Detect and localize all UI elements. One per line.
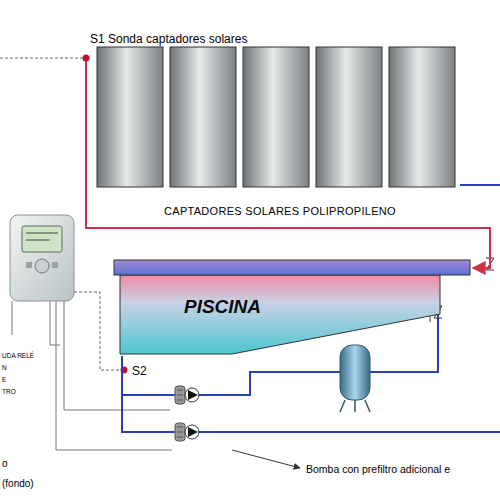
ground-cable (12, 301, 13, 335)
pool-water (120, 275, 440, 354)
pool-name: PISCINA (184, 296, 261, 318)
display-line (26, 240, 50, 241)
leader-arrow (232, 450, 300, 468)
wiring-note: E (2, 376, 6, 383)
collector-panels (90, 40, 470, 232)
cold-pipe (460, 184, 500, 186)
wiring-note: o (2, 458, 8, 469)
wiring-note: N (2, 364, 7, 371)
pump-pipe (198, 372, 340, 395)
controller-knob (35, 259, 49, 273)
solar-panel (389, 47, 455, 187)
solar-panel (170, 47, 236, 187)
pump (175, 423, 199, 441)
controller-button (52, 262, 58, 268)
sensor-label: S1 Sonda captadores solares (90, 32, 247, 46)
sensor-wire (0, 58, 84, 59)
solar-panel (97, 47, 163, 187)
solar-panel (243, 47, 309, 187)
collector-caption: CAPTADORES SOLARES POLIPROPILENO (164, 205, 396, 217)
collector-array: CAPTADORES SOLARES POLIPROPILENO (90, 40, 470, 232)
suction-pipe (122, 394, 178, 396)
solar-controller (10, 215, 74, 301)
wiring-note: TRO (2, 388, 16, 395)
sensor-wire (74, 292, 120, 370)
controller-button (26, 262, 32, 268)
solar-pipe (198, 431, 500, 433)
power-cable (50, 301, 60, 345)
hot-return-pipe (470, 228, 490, 268)
pool-basin: PISCINA (112, 258, 472, 358)
pool-deck (114, 260, 470, 275)
wiring-note: UDA RELÉ (2, 352, 34, 359)
wiring-note: (fondo) (2, 478, 34, 489)
pool-outline (112, 258, 472, 358)
sand-filter (340, 345, 370, 400)
pump-label: Bomba con prefiltro adicional e (306, 463, 450, 475)
sensor-label: S2 (132, 364, 147, 378)
controller-display (22, 226, 62, 252)
display-line (26, 233, 58, 234)
suction-pipe (122, 356, 178, 432)
pump (175, 386, 199, 404)
filter-base (340, 400, 370, 412)
sensor-s1 (83, 55, 90, 62)
solar-panel (316, 47, 382, 187)
